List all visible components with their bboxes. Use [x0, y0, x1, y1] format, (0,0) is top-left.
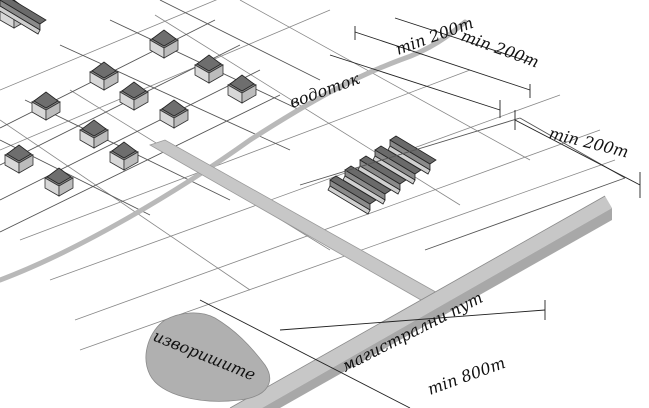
house-icon	[159, 99, 189, 129]
watercourse-label: водоток	[287, 69, 363, 112]
dim-label-top-1: min 200m	[459, 26, 542, 72]
watercourse	[0, 19, 468, 283]
house-icon	[4, 144, 34, 174]
house-icon	[149, 29, 179, 59]
house-icon	[89, 61, 119, 91]
main-road	[229, 195, 612, 408]
spring-area	[145, 312, 271, 402]
livestock-barns	[0, 0, 437, 215]
barn-icon	[0, 0, 47, 35]
dimension-lines	[199, 17, 641, 408]
house-icon	[31, 91, 61, 121]
house-icon	[109, 141, 139, 171]
dim-label-farm: min 200m	[547, 123, 631, 161]
house-icon	[79, 119, 109, 149]
house-icon	[44, 167, 74, 197]
house-icon	[194, 54, 224, 84]
house-icon	[119, 81, 149, 111]
dim-label-road: min 800m	[425, 353, 508, 399]
house-icon	[227, 74, 257, 104]
main-road-label: магистрални пут	[338, 288, 486, 376]
